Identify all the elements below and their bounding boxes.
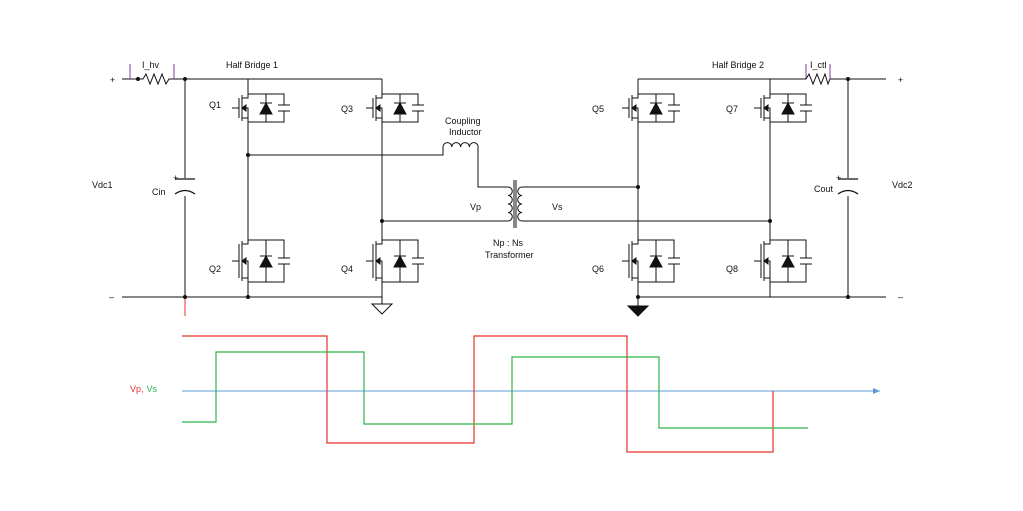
waveform-label-sep: , bbox=[141, 384, 144, 394]
q5-switch bbox=[622, 92, 680, 124]
minus-right: – bbox=[898, 292, 903, 302]
cin-label: Cin bbox=[152, 187, 166, 197]
mosfet-icon bbox=[232, 92, 249, 124]
q7-switch bbox=[754, 92, 812, 124]
q1-switch bbox=[232, 92, 290, 124]
cout-label: Cout bbox=[814, 184, 834, 194]
half-bridge-2-label: Half Bridge 2 bbox=[712, 60, 764, 70]
diode-icon bbox=[770, 239, 795, 283]
half-bridge-1-label: Half Bridge 1 bbox=[226, 60, 278, 70]
q2-label: Q2 bbox=[209, 264, 221, 274]
waveform-label-vp: Vp bbox=[130, 384, 141, 394]
capacitor-icon bbox=[174, 178, 196, 195]
mosfet-icon bbox=[754, 92, 771, 124]
q4-label: Q4 bbox=[341, 264, 353, 274]
circuit-wires bbox=[122, 78, 886, 306]
mosfet-icon bbox=[754, 238, 771, 284]
ground-icon bbox=[626, 305, 650, 317]
diode-icon bbox=[770, 93, 795, 123]
diode-icon bbox=[382, 239, 407, 283]
capacitor-icon bbox=[266, 239, 290, 283]
current-sense-markers bbox=[129, 64, 831, 79]
inductor-icon bbox=[442, 142, 479, 148]
mosfet-icon bbox=[622, 92, 639, 124]
minus-left: – bbox=[109, 292, 114, 302]
q8-label: Q8 bbox=[726, 264, 738, 274]
capacitor-icon bbox=[266, 93, 290, 123]
capacitor-icon bbox=[656, 239, 680, 283]
q6-switch bbox=[622, 238, 680, 284]
diode-icon bbox=[638, 93, 663, 123]
q2-switch bbox=[232, 238, 290, 284]
i-hv-label: I_hv bbox=[142, 60, 160, 70]
diode-icon bbox=[382, 93, 407, 123]
resistor-icon bbox=[138, 72, 172, 86]
vdc2-label: Vdc2 bbox=[892, 180, 913, 190]
waveform-label-vs: Vs bbox=[147, 384, 158, 394]
coupling-inductor-label-1: Coupling bbox=[445, 116, 481, 126]
cap-plus-left: + bbox=[173, 173, 178, 183]
circuit-labels: + – + – I_hv I_ctl Half Bridge 1 Half Br… bbox=[92, 60, 913, 302]
mosfet-icon bbox=[232, 238, 249, 284]
mosfet-icon bbox=[366, 92, 383, 124]
vp-label: Vp bbox=[470, 202, 481, 212]
diode-icon bbox=[638, 239, 663, 283]
waveform-plot: Vp,Vs bbox=[130, 335, 880, 453]
vdc1-label: Vdc1 bbox=[92, 180, 113, 190]
coupling-inductor-label-2: Inductor bbox=[449, 127, 482, 137]
resistor-icon bbox=[802, 72, 832, 86]
capacitor-icon bbox=[788, 239, 812, 283]
q6-label: Q6 bbox=[592, 264, 604, 274]
ground-icon bbox=[370, 303, 394, 315]
mosfet-icon bbox=[622, 238, 639, 284]
plus-right: + bbox=[898, 75, 903, 85]
capacitor-icon bbox=[400, 93, 424, 123]
transformer-label-2: Transformer bbox=[485, 250, 534, 260]
vs-label: Vs bbox=[552, 202, 563, 212]
svg-text:Vp,Vs: Vp,Vs bbox=[130, 384, 158, 394]
q8-switch bbox=[754, 238, 812, 284]
diode-icon bbox=[248, 93, 273, 123]
transformer-label-1: Np : Ns bbox=[493, 238, 524, 248]
diode-icon bbox=[248, 239, 273, 283]
transformer-icon bbox=[507, 180, 523, 228]
cap-plus-right: + bbox=[836, 173, 841, 183]
vp-waveform bbox=[182, 335, 774, 453]
capacitor-icon bbox=[837, 178, 859, 195]
plus-left: + bbox=[110, 75, 115, 85]
i-ctl-label: I_ctl bbox=[810, 60, 827, 70]
q3-label: Q3 bbox=[341, 104, 353, 114]
capacitor-icon bbox=[400, 239, 424, 283]
vs-waveform bbox=[182, 351, 808, 429]
capacitor-icon bbox=[788, 93, 812, 123]
q4-switch bbox=[366, 238, 424, 284]
q1-label: Q1 bbox=[209, 100, 221, 110]
capacitor-icon bbox=[656, 93, 680, 123]
mosfet-icon bbox=[366, 238, 383, 284]
q5-label: Q5 bbox=[592, 104, 604, 114]
q3-switch bbox=[366, 92, 424, 124]
junction-dots bbox=[136, 77, 850, 299]
q7-label: Q7 bbox=[726, 104, 738, 114]
